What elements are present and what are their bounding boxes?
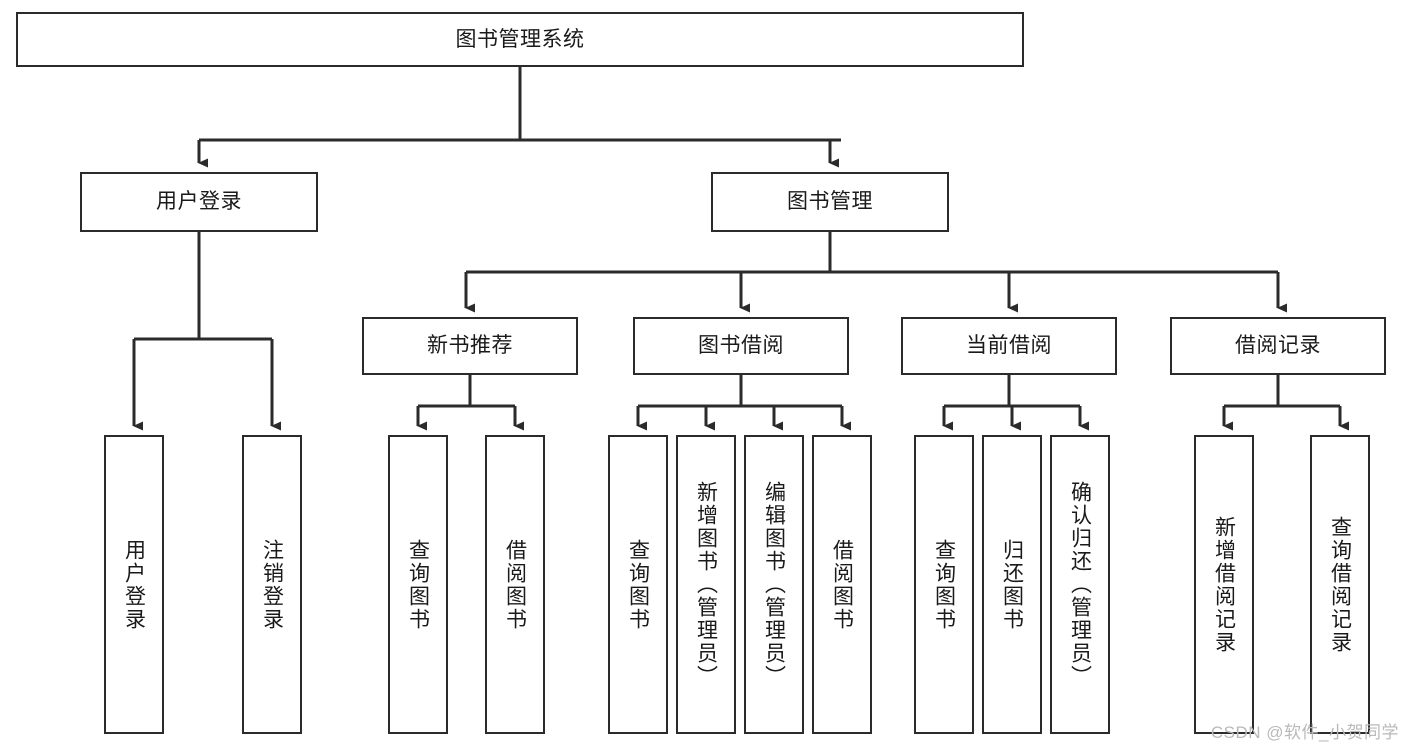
node-borrow-record[interactable]: 借阅记录 bbox=[1170, 317, 1386, 375]
node-label: 用户登录 bbox=[122, 538, 146, 631]
edges-bookmanage-to-level3 bbox=[464, 232, 1287, 313]
node-leaf-confirm-return[interactable]: 确认归还（管理员） bbox=[1050, 435, 1110, 734]
node-book-manage[interactable]: 图书管理 bbox=[711, 172, 949, 232]
node-new-book-recommend[interactable]: 新书推荐 bbox=[362, 317, 578, 375]
node-label: 借阅图书 bbox=[830, 538, 854, 631]
node-leaf-logout[interactable]: 注销登录 bbox=[242, 435, 302, 734]
node-label: 用户登录 bbox=[156, 190, 242, 214]
node-label: 归还图书 bbox=[1000, 538, 1024, 631]
edges-currentborrow-to-leaves bbox=[942, 375, 1089, 431]
node-leaf-borrow-book-1[interactable]: 借阅图书 bbox=[485, 435, 545, 734]
node-leaf-user-login[interactable]: 用户登录 bbox=[104, 435, 164, 734]
node-leaf-add-book[interactable]: 新增图书（管理员） bbox=[676, 435, 736, 734]
node-label: 查询图书 bbox=[406, 538, 430, 631]
node-label: 借阅记录 bbox=[1235, 334, 1321, 358]
node-leaf-query-book-2[interactable]: 查询图书 bbox=[608, 435, 668, 734]
node-user-login[interactable]: 用户登录 bbox=[80, 172, 318, 232]
node-label: 图书管理 bbox=[787, 190, 873, 214]
node-label: 新书推荐 bbox=[427, 334, 513, 358]
node-label: 确认归还（管理员） bbox=[1068, 481, 1092, 688]
node-leaf-borrow-book-2[interactable]: 借阅图书 bbox=[812, 435, 872, 734]
node-label: 借阅图书 bbox=[503, 538, 527, 631]
edges-bookborrow-to-leaves bbox=[636, 375, 851, 431]
node-label: 查询借阅记录 bbox=[1328, 515, 1352, 654]
node-leaf-add-record[interactable]: 新增借阅记录 bbox=[1194, 435, 1254, 734]
edges-newbook-to-leaves bbox=[416, 375, 524, 431]
node-label: 查询图书 bbox=[932, 538, 956, 631]
edges-borrowrecord-to-leaves bbox=[1222, 375, 1349, 431]
node-leaf-return-book[interactable]: 归还图书 bbox=[982, 435, 1042, 734]
node-label: 图书管理系统 bbox=[455, 27, 585, 51]
node-book-borrow[interactable]: 图书借阅 bbox=[633, 317, 849, 375]
node-label: 新增借阅记录 bbox=[1212, 515, 1236, 654]
edges-root-to-level2 bbox=[197, 67, 841, 168]
node-label: 图书借阅 bbox=[698, 334, 784, 358]
node-label: 编辑图书（管理员） bbox=[762, 481, 786, 688]
node-leaf-query-record[interactable]: 查询借阅记录 bbox=[1310, 435, 1370, 734]
node-label: 新增图书（管理员） bbox=[694, 481, 718, 688]
node-leaf-query-book-1[interactable]: 查询图书 bbox=[388, 435, 448, 734]
node-root-system[interactable]: 图书管理系统 bbox=[16, 12, 1024, 67]
edges-userlogin-to-leaves bbox=[132, 232, 281, 431]
node-label: 查询图书 bbox=[626, 538, 650, 631]
node-label: 当前借阅 bbox=[966, 334, 1052, 358]
node-leaf-query-book-3[interactable]: 查询图书 bbox=[914, 435, 974, 734]
node-current-borrow[interactable]: 当前借阅 bbox=[901, 317, 1117, 375]
node-leaf-edit-book[interactable]: 编辑图书（管理员） bbox=[744, 435, 804, 734]
node-label: 注销登录 bbox=[260, 538, 284, 631]
